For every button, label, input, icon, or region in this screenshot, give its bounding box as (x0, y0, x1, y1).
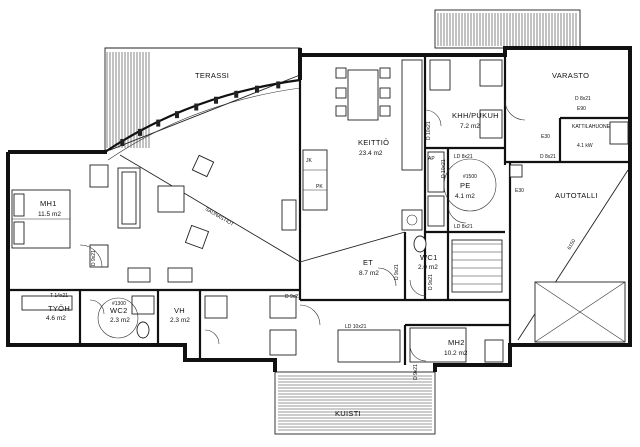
entry-label: ET (363, 258, 373, 267)
kitchen-label: KEITTIÖ (358, 138, 389, 147)
khh-label: KHH/PUKUH (452, 111, 499, 120)
door-tag-mh2: D 9x21 (413, 364, 419, 380)
door-tag-entry: D 9x21 (394, 264, 400, 280)
sauna-fixtures (427, 151, 497, 227)
mh1-furniture (11, 164, 109, 268)
garage-apron (434, 9, 581, 49)
bath-fixtures (21, 295, 297, 356)
khh-area: 7.2 m2 (460, 123, 480, 130)
door-tag-hall: D 9x21 (285, 294, 301, 300)
wc2-label: WC2 (110, 306, 128, 315)
window-mullion (276, 81, 281, 89)
door-tag-study: T 14x21 (50, 293, 68, 299)
interior-walls (8, 55, 630, 365)
boiler-size: 4.1 kW (577, 143, 593, 149)
kitchen-furniture (302, 59, 423, 231)
door-tag-garage: E30 (515, 188, 524, 194)
door-tag-porch: LD 10x21 (345, 324, 367, 330)
door-tag-varasto: D 8x21 (575, 96, 591, 102)
terrace-label: TERASSI (195, 71, 229, 80)
exterior-walls (6, 46, 632, 372)
door-tag-boiler: E30 (541, 134, 550, 140)
window-mullion (138, 128, 142, 136)
wc1-area: 2.0 m2 (418, 264, 438, 271)
garage-label: AUTOTALLI (555, 191, 598, 200)
vh-area: 2.3 m2 (170, 317, 190, 324)
porch-label: KUISTI (335, 409, 361, 418)
window-mullion (234, 90, 239, 98)
vh-label: VH (174, 306, 185, 315)
fixture-ap: AP (428, 156, 435, 162)
fixture-pk: PK (316, 184, 323, 190)
fixture-jk: JK (306, 158, 313, 164)
garage-dimension: 6150 (567, 238, 578, 251)
door-tag-pe: D 10x21 (441, 159, 447, 178)
mh1-area: 11.5 m2 (38, 211, 61, 218)
wc1-label: WC1 (420, 253, 438, 262)
entry-area: 8.7 m2 (359, 270, 379, 277)
window-mullion (120, 139, 125, 147)
pe-size: #1500 (463, 174, 477, 180)
wc2-size: #1300 (112, 301, 126, 307)
pe-area: 4.1 m2 (455, 193, 475, 200)
door-tag-wc1: D 9x21 (428, 274, 434, 290)
mh1-label: MH1 (40, 199, 57, 208)
wc2-area: 2.3 m2 (110, 317, 130, 324)
mh2-furniture (337, 327, 504, 363)
wc1-fixtures (413, 235, 503, 293)
garage-details (509, 121, 629, 343)
door-tag-pe-bottom: LD 8x21 (454, 224, 473, 230)
door-tag-pe-top: LD 8x21 (454, 154, 473, 160)
mh2-area: 10.2 m2 (444, 350, 468, 357)
door-tag-kattila: D 8x21 (540, 154, 556, 160)
door-tag-khh: D 10x21 (426, 121, 432, 140)
sauna-storage-label: SAUNASTIOT (204, 207, 235, 228)
window-mullion (214, 96, 218, 104)
door-swings (79, 99, 526, 362)
room-labels: TERASSI KEITTIÖ 23.4 m2 KHH/PUKUH 7.2 m2… (38, 71, 611, 418)
window-mullion (194, 103, 199, 111)
window-mullion (255, 85, 259, 93)
living-furniture (117, 154, 297, 283)
boiler-room-label: KATTILAHUONE (572, 124, 611, 130)
storage-label: VARASTO (552, 71, 589, 80)
window-mullion (156, 119, 161, 127)
door-tag-mh1: D 9x21 (91, 250, 97, 266)
door-tag-storage: E90 (577, 106, 586, 112)
door-labels: D 9x21 D 10x21 D 9x21 D 9x21 D 9x21 LD 8… (50, 96, 591, 380)
window-mullion (175, 111, 179, 119)
khh-fixtures (429, 59, 503, 139)
curved-window-wall (104, 78, 301, 161)
study-label: TYÖH (48, 304, 70, 313)
mh2-label: MH2 (448, 338, 465, 347)
porch-deck (274, 371, 436, 435)
pe-label: PE (460, 181, 471, 190)
kitchen-area: 23.4 m2 (359, 150, 383, 157)
study-area: 4.6 m2 (46, 315, 66, 322)
